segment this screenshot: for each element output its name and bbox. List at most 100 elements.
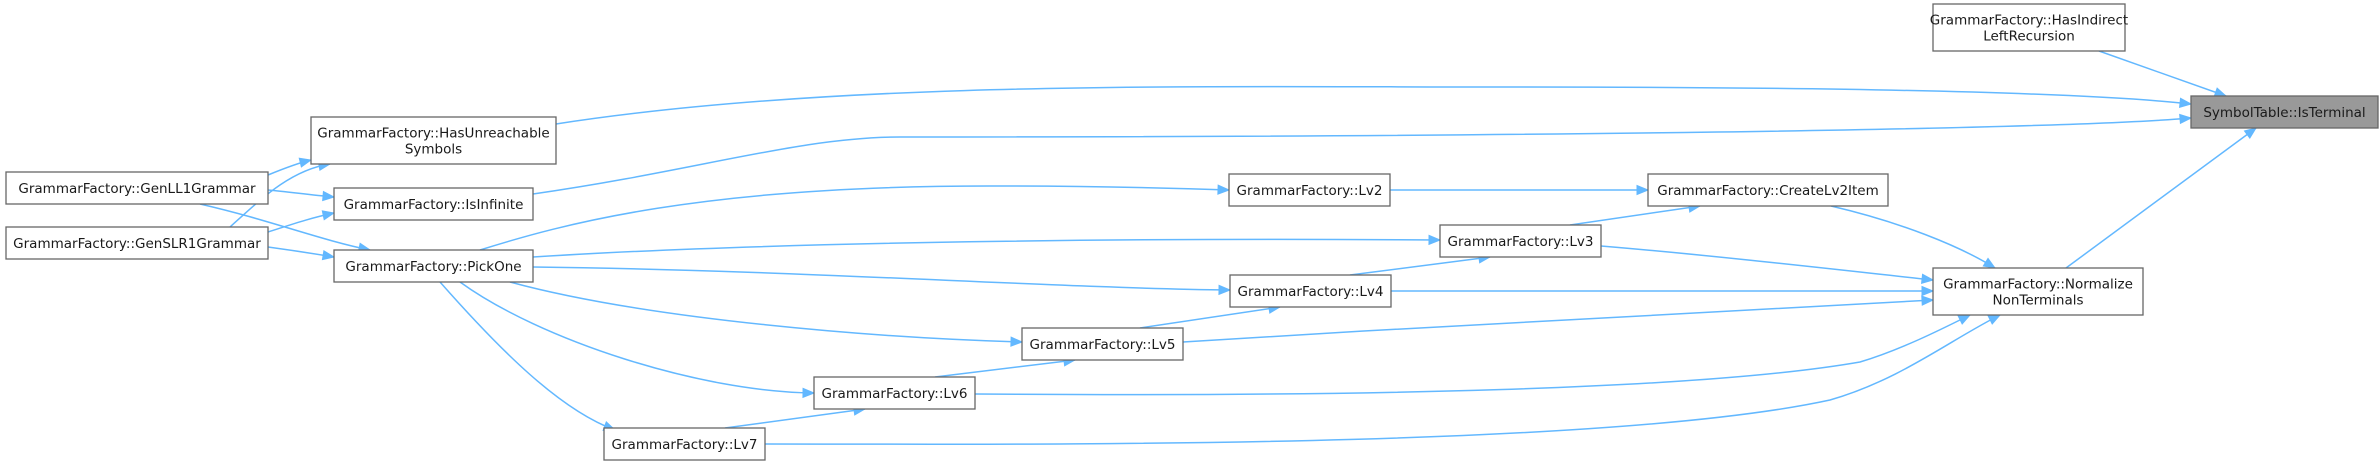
edge-create-lv2item-to-normalize-line bbox=[1830, 205, 1996, 269]
node-has-unreachable-label-line-2: Symbols bbox=[405, 142, 462, 158]
node-has-indirect-box bbox=[1932, 3, 2126, 52]
node-normalize-label-line-2: NonTerminals bbox=[1993, 293, 2084, 309]
node-lv2-box bbox=[1228, 173, 1391, 207]
edges-layer bbox=[199, 50, 2258, 445]
node-normalize-label-line-1: GrammarFactory::Normalize bbox=[1943, 277, 2133, 293]
node-lv5-label: GrammarFactory::Lv5 bbox=[1030, 337, 1176, 353]
edge-lv5-to-normalize-arrowhead bbox=[1921, 295, 1935, 306]
edge-pick-one-to-lv2 bbox=[479, 184, 1231, 251]
node-has-unreachable-box bbox=[310, 116, 557, 165]
node-pick-one-label: GrammarFactory::PickOne bbox=[345, 259, 521, 275]
edge-lv5-to-lv4-line bbox=[1139, 306, 1281, 329]
edge-is-infinite-to-is-terminal-line bbox=[532, 117, 2192, 195]
nodes-layer: SymbolTable::IsTerminalGrammarFactory::H… bbox=[5, 3, 2379, 461]
node-lv6-label: GrammarFactory::Lv6 bbox=[822, 386, 968, 402]
edge-lv4-to-normalize-arrowhead bbox=[1921, 285, 1935, 297]
node-has-indirect-label-line-2: LeftRecursion bbox=[1983, 29, 2075, 45]
edge-lv7-to-lv6-line bbox=[724, 408, 866, 429]
edge-lv6-to-normalize-line bbox=[974, 314, 1971, 396]
node-lv3-box bbox=[1439, 224, 1602, 258]
edge-create-lv2item-to-normalize-arrowhead bbox=[1982, 257, 1997, 269]
edge-lv4-to-lv3-line bbox=[1349, 256, 1491, 276]
edge-lv6-to-normalize-arrowhead bbox=[1957, 314, 1972, 325]
node-has-indirect-label-line-1: GrammarFactory::HasIndirect bbox=[1930, 13, 2128, 29]
edge-pick-one-to-lv4-arrowhead bbox=[1218, 284, 1232, 296]
edge-gen-slr1-to-has-unreachable-line bbox=[229, 163, 331, 228]
edge-pick-one-to-lv7-line bbox=[439, 281, 616, 431]
edge-lv3-to-normalize-line bbox=[1600, 245, 1934, 281]
node-lv4-label: GrammarFactory::Lv4 bbox=[1238, 284, 1384, 300]
edge-gen-ll1-to-is-infinite-arrowhead bbox=[322, 190, 336, 202]
edge-normalize-to-is-terminal bbox=[2065, 127, 2258, 269]
edge-gen-ll1-to-has-unreachable-arrowhead bbox=[298, 157, 313, 168]
node-is-terminal[interactable]: SymbolTable::IsTerminal bbox=[2190, 95, 2379, 129]
edge-has-indirect-to-is-terminal-arrowhead bbox=[2213, 87, 2228, 98]
node-is-infinite-box bbox=[333, 187, 534, 221]
edge-gen-slr1-to-is-infinite-arrowhead bbox=[321, 210, 336, 221]
node-lv7[interactable]: GrammarFactory::Lv7 bbox=[603, 427, 766, 461]
node-lv7-box bbox=[603, 427, 766, 461]
node-lv5[interactable]: GrammarFactory::Lv5 bbox=[1021, 327, 1184, 361]
node-lv4-box bbox=[1229, 274, 1392, 308]
edge-pick-one-to-lv5-line bbox=[509, 281, 1023, 343]
edge-normalize-to-is-terminal-arrowhead bbox=[2243, 127, 2258, 140]
node-lv4[interactable]: GrammarFactory::Lv4 bbox=[1229, 274, 1392, 308]
edge-is-infinite-to-is-terminal-arrowhead bbox=[2179, 113, 2193, 125]
edge-pick-one-to-lv3-line bbox=[532, 238, 1441, 258]
edge-normalize-to-is-terminal-line bbox=[2065, 127, 2257, 269]
edge-lv7-to-normalize-arrowhead bbox=[1987, 314, 2002, 325]
node-create-lv2item-box bbox=[1647, 173, 1889, 207]
node-lv3[interactable]: GrammarFactory::Lv3 bbox=[1439, 224, 1602, 258]
edge-pick-one-to-lv7 bbox=[439, 281, 617, 431]
edge-lv2-to-create-lv2item-arrowhead bbox=[1636, 184, 1650, 196]
node-lv2[interactable]: GrammarFactory::Lv2 bbox=[1228, 173, 1391, 207]
edge-pick-one-to-lv2-arrowhead bbox=[1217, 184, 1231, 195]
node-lv5-box bbox=[1021, 327, 1184, 361]
edge-gen-slr1-to-pick-one bbox=[267, 246, 336, 261]
edge-gen-slr1-to-pick-one-arrowhead bbox=[321, 249, 336, 261]
edge-lv5-to-lv4 bbox=[1139, 303, 1282, 329]
node-normalize-box bbox=[1932, 267, 2144, 316]
edge-lv5-to-normalize-line bbox=[1182, 299, 1934, 343]
edge-lv3-to-normalize bbox=[1600, 245, 1935, 284]
node-pick-one[interactable]: GrammarFactory::PickOne bbox=[333, 249, 534, 283]
edge-gen-ll1-to-is-infinite bbox=[267, 189, 336, 202]
edge-pick-one-to-lv5-arrowhead bbox=[1010, 336, 1024, 347]
node-is-infinite-label: GrammarFactory::IsInfinite bbox=[344, 197, 524, 213]
node-has-unreachable-label-line-1: GrammarFactory::HasUnreachable bbox=[317, 126, 549, 142]
edge-lv3-to-normalize-arrowhead bbox=[1921, 273, 1935, 284]
edge-lv4-to-normalize bbox=[1391, 285, 1935, 297]
edge-gen-ll1-to-pick-one-line bbox=[199, 203, 371, 251]
node-lv6-box bbox=[813, 376, 976, 410]
edge-lv6-to-lv5-line bbox=[934, 359, 1076, 378]
edge-pick-one-to-lv5 bbox=[509, 281, 1024, 347]
node-pick-one-box bbox=[333, 249, 534, 283]
node-lv6[interactable]: GrammarFactory::Lv6 bbox=[813, 376, 976, 410]
edge-has-unreachable-to-is-terminal-arrowhead bbox=[2179, 97, 2193, 108]
edge-gen-slr1-to-is-infinite bbox=[267, 210, 336, 233]
edge-pick-one-to-lv4 bbox=[532, 266, 1232, 296]
edge-lv3-to-create-lv2item-line bbox=[1569, 205, 1701, 226]
edge-is-infinite-to-is-terminal bbox=[532, 113, 2193, 195]
node-gen-ll1-box bbox=[5, 171, 269, 205]
node-create-lv2item[interactable]: GrammarFactory::CreateLv2Item bbox=[1647, 173, 1889, 207]
node-gen-slr1[interactable]: GrammarFactory::GenSLR1Grammar bbox=[5, 226, 269, 260]
edge-pick-one-to-lv6-arrowhead bbox=[802, 387, 816, 399]
edge-gen-ll1-to-has-unreachable bbox=[267, 157, 313, 176]
node-is-terminal-label: SymbolTable::IsTerminal bbox=[2203, 105, 2365, 121]
edge-pick-one-to-lv3 bbox=[532, 234, 1442, 258]
node-gen-slr1-label: GrammarFactory::GenSLR1Grammar bbox=[13, 236, 261, 252]
node-is-infinite[interactable]: GrammarFactory::IsInfinite bbox=[333, 187, 534, 221]
edge-pick-one-to-lv6-line bbox=[459, 281, 815, 394]
edge-create-lv2item-to-normalize bbox=[1830, 205, 1997, 269]
node-gen-ll1-label: GrammarFactory::GenLL1Grammar bbox=[18, 181, 256, 197]
edge-pick-one-to-lv3-arrowhead bbox=[1428, 234, 1442, 246]
edge-pick-one-to-lv6 bbox=[459, 281, 816, 399]
edge-lv2-to-create-lv2item bbox=[1390, 184, 1650, 196]
node-is-terminal-box bbox=[2190, 95, 2379, 129]
node-gen-ll1[interactable]: GrammarFactory::GenLL1Grammar bbox=[5, 171, 269, 205]
